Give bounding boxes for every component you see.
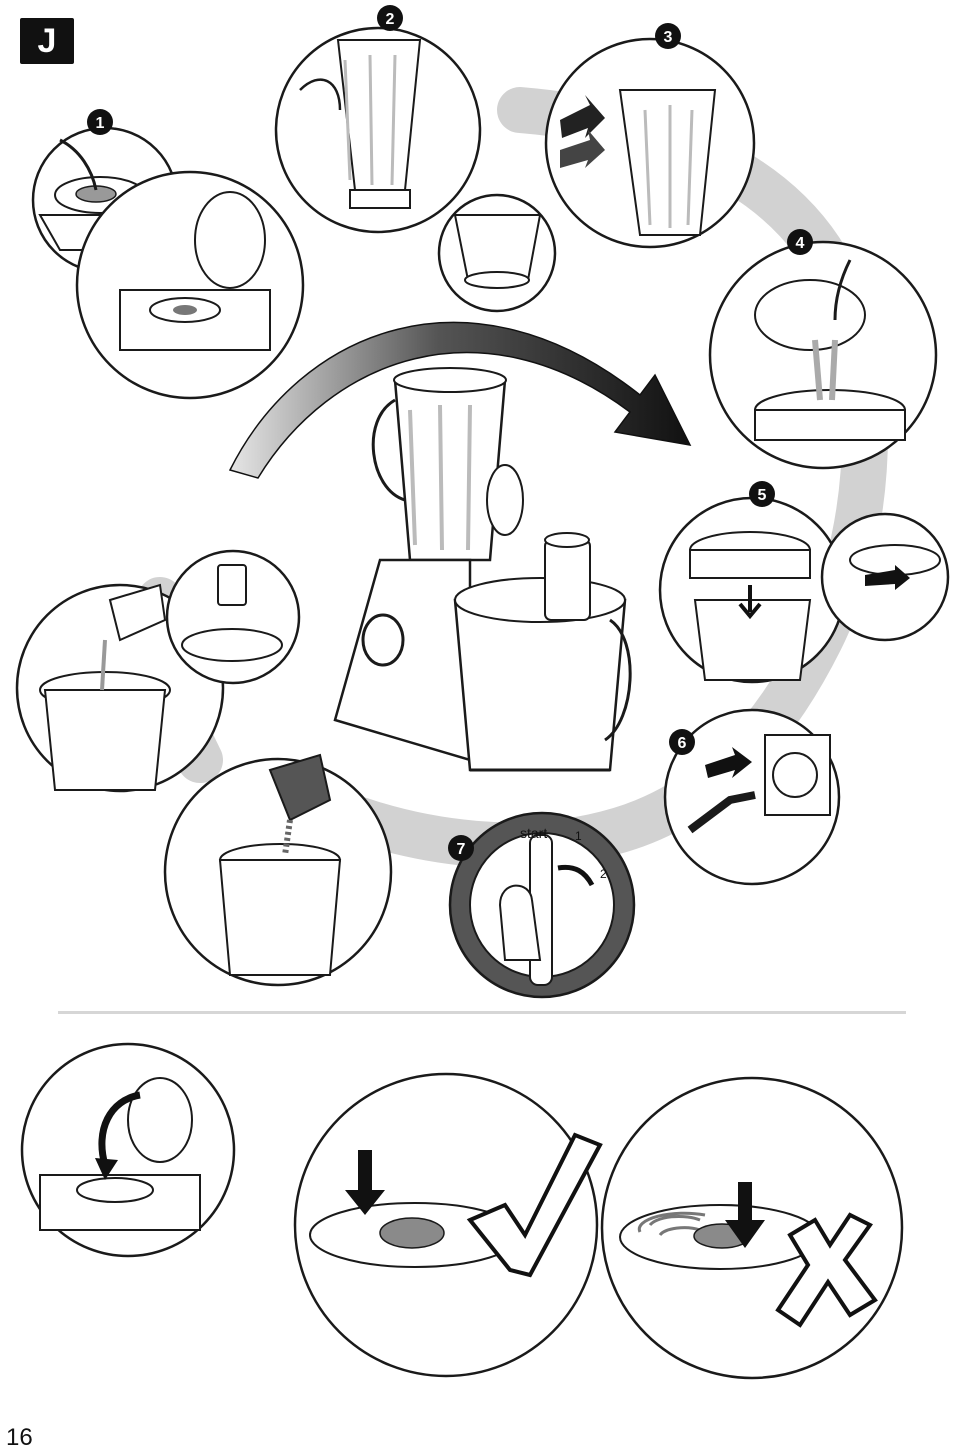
dial-start-label: start xyxy=(520,825,547,841)
step-2-panel xyxy=(274,26,482,234)
step-5-panel xyxy=(658,496,846,684)
section-divider xyxy=(58,1011,906,1014)
step-7-panel: start 1 2 xyxy=(448,811,636,999)
step-3-number: 3 xyxy=(664,29,673,46)
dial-number-1: 1 xyxy=(575,829,582,843)
step-5b-panel xyxy=(820,512,950,642)
pusher-lid-panel xyxy=(165,549,301,685)
step-6-panel xyxy=(663,708,841,886)
dial-number-2: 2 xyxy=(600,867,607,881)
correct-disc-panel xyxy=(293,1072,599,1378)
step-7-badge-icon: 7 xyxy=(448,835,474,861)
step-4-panel xyxy=(708,240,938,470)
step-1-number: 1 xyxy=(96,115,105,132)
step-4-badge-icon: 4 xyxy=(787,229,813,255)
step-2-badge-icon: 2 xyxy=(377,5,403,31)
step-2b-panel xyxy=(437,193,557,313)
section-letter-badge: J xyxy=(20,18,74,64)
step-7-number: 7 xyxy=(457,841,466,858)
step-1-badge-icon: 1 xyxy=(87,109,113,135)
step-6-badge-icon: 6 xyxy=(669,729,695,755)
step-3-panel xyxy=(544,37,756,249)
check-mark-icon xyxy=(466,1132,603,1278)
page-number: 16 xyxy=(6,1424,33,1451)
step-4-number: 4 xyxy=(796,235,805,252)
close-lid-panel xyxy=(20,1042,236,1258)
add-ingredients-panel xyxy=(163,753,393,987)
step-1b-panel xyxy=(75,170,305,400)
step-2-number: 2 xyxy=(386,11,395,28)
step-3-badge-icon: 3 xyxy=(655,23,681,49)
incorrect-disc-panel xyxy=(600,1076,904,1380)
step-5-badge-icon: 5 xyxy=(749,481,775,507)
step-6-number: 6 xyxy=(678,735,687,752)
curved-arrow-icon xyxy=(228,321,692,479)
cross-mark-icon xyxy=(775,1212,878,1328)
food-processor-illustration xyxy=(333,367,632,772)
step-5-number: 5 xyxy=(758,487,767,504)
